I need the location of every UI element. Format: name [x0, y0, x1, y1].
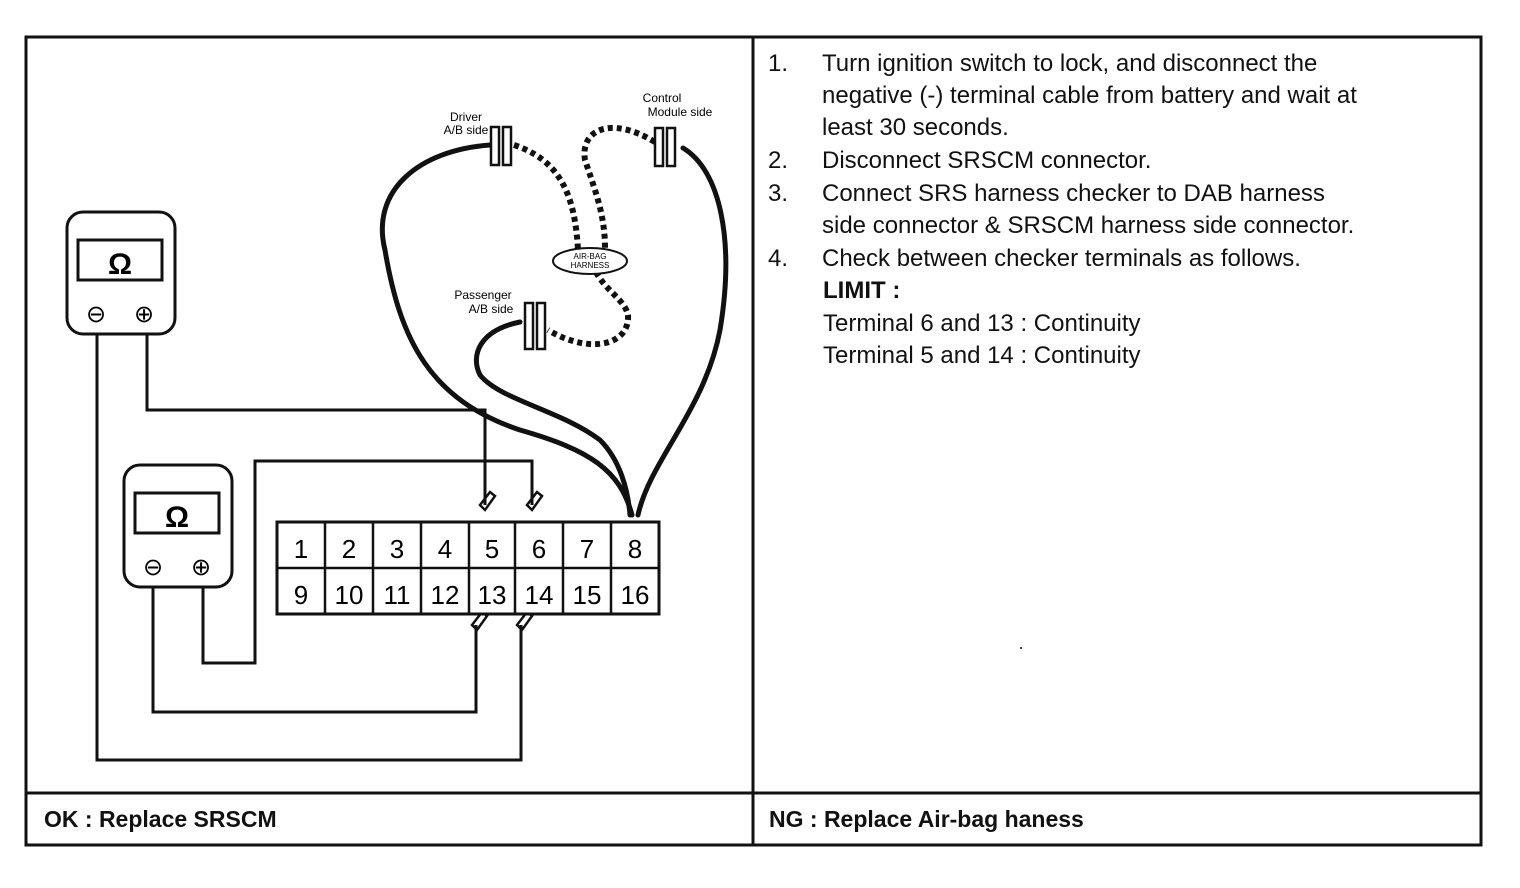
passenger-label-1: Passenger [454, 288, 511, 302]
control-module-cable [635, 145, 729, 518]
harness-cables [379, 142, 729, 518]
airbag-harness [513, 124, 657, 348]
airbag-harness-label-2: HARNESS [571, 261, 610, 270]
step-number: 3. [768, 180, 789, 207]
terminal-9: 9 [294, 580, 308, 610]
passenger-connector [523, 301, 547, 351]
terminal-4: 4 [438, 534, 452, 564]
lead-meter1-pos [145, 334, 487, 505]
connectors [489, 125, 677, 351]
step-number: 1. [768, 50, 789, 77]
terminal-1: 1 [294, 534, 308, 564]
step-2-line-1: Disconnect SRSCM connector. [822, 147, 1152, 174]
ohm-icon: Ω [108, 248, 132, 281]
step-1-line-3: least 30 seconds. [822, 114, 1009, 141]
negative-terminal-icon: ⊖ [86, 301, 106, 328]
terminal-15: 15 [573, 580, 602, 610]
ohmmeter-1: Ω ⊖ ⊕ [65, 210, 177, 336]
passenger-label-2: A/B side [469, 302, 514, 316]
lead-meter1-neg [95, 334, 523, 762]
limit-item-1: Terminal 6 and 13 : Continuity [823, 310, 1141, 337]
terminal-13: 13 [478, 580, 507, 610]
terminal-11: 11 [384, 580, 411, 610]
terminal-12: 12 [431, 580, 460, 610]
positive-terminal-icon: ⊕ [191, 554, 211, 581]
terminal-16: 16 [621, 580, 650, 610]
step-1-line-1: Turn ignition switch to lock, and discon… [822, 50, 1318, 77]
ohmmeter-2: Ω ⊖ ⊕ [122, 463, 234, 589]
step-number: 2. [768, 147, 789, 174]
driver-connector [489, 125, 513, 167]
driver-label-2: A/B side [444, 123, 489, 137]
lead-meter2-neg [151, 587, 478, 714]
limit-item-2: Terminal 5 and 14 : Continuity [823, 342, 1141, 369]
ohm-icon: Ω [165, 501, 189, 534]
lead-meter2-pos [201, 459, 534, 665]
airbag-harness-tag [552, 247, 628, 275]
scan-speck [1020, 647, 1022, 649]
step-3-line-2: side connector & SRSCM harness side conn… [822, 212, 1355, 239]
control-module-label-2: Module side [648, 105, 713, 119]
terminal-5: 5 [485, 534, 499, 564]
test-leads [95, 334, 534, 762]
step-4-line-1: Check between checker terminals as follo… [822, 245, 1301, 272]
terminal-3: 3 [390, 534, 404, 564]
ok-result: OK : Replace SRSCM [44, 806, 277, 832]
passenger-cable [473, 319, 633, 518]
driver-cable [379, 142, 635, 518]
limit-title: LIMIT : [823, 277, 901, 304]
ng-result: NG : Replace Air-bag haness [769, 806, 1084, 832]
probe-tips [470, 490, 544, 632]
terminal-14: 14 [525, 580, 554, 610]
terminal-6: 6 [532, 534, 546, 564]
terminal-10: 10 [335, 580, 364, 610]
control-module-label-1: Control [643, 91, 682, 105]
positive-terminal-icon: ⊕ [134, 301, 154, 328]
airbag-harness-label-1: AIR-BAG [574, 252, 607, 261]
step-1-line-2: negative (-) terminal cable from battery… [822, 82, 1357, 109]
driver-label-1: Driver [450, 110, 482, 124]
terminal-7: 7 [580, 534, 594, 564]
terminal-2: 2 [342, 534, 356, 564]
terminal-8: 8 [628, 534, 642, 564]
step-number: 4. [768, 245, 789, 272]
control-module-connector [653, 126, 677, 168]
step-3-line-1: Connect SRS harness checker to DAB harne… [822, 180, 1325, 207]
harness-checker-connector: 1 2 3 4 5 6 7 8 9 10 11 12 13 14 15 16 [275, 520, 661, 616]
negative-terminal-icon: ⊖ [143, 554, 163, 581]
